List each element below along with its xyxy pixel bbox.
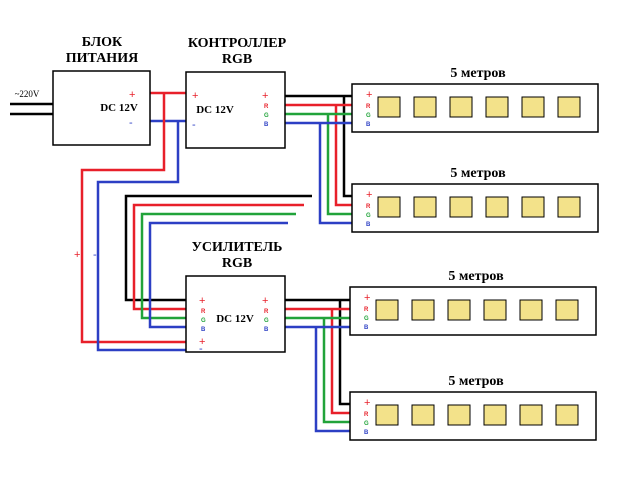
power-supply-input-label: ~220V [15,89,40,99]
amplifier-input-g-wire [140,212,296,320]
controller-v-out: + [262,90,268,102]
strip2-r-wire [334,105,352,207]
amplifier-v-out: + [262,295,268,307]
feed-minus-label: - [93,249,97,261]
strip-length-label: 5 метров [450,66,506,81]
amplifier-g-in: G [201,318,206,324]
led-chip [555,404,579,426]
amplifier-input-v-wire [124,194,312,302]
led-chip [519,404,543,426]
strip-pin-v: + [366,89,372,101]
amplifier-r-out: R [264,309,269,315]
controller-b-out: B [264,122,269,128]
strip-pin-b: B [364,430,369,436]
amplifier-title-1: УСИЛИТЕЛЬ [192,240,283,255]
led-chip [447,299,471,321]
strip-length-label: 5 метров [448,374,504,389]
led-chip [375,404,399,426]
amplifier-b-out: B [264,327,269,333]
led-chip [483,299,507,321]
strip-pin-v: + [364,397,370,409]
strip-length-label: 5 метров [448,269,504,284]
controller-input-label: DC 12V [196,104,234,116]
led-strip: 5 метров + RGB [349,374,597,441]
strip2-v-wire [342,96,352,198]
strip-pin-v: + [366,189,372,201]
led-chip [485,96,509,118]
strip4-b-wire [314,327,350,433]
amplifier-minus-in: - [199,343,203,355]
amplifier-plus-in: + [199,336,205,348]
power-supply-title-1: БЛОК [82,35,123,50]
strip4-r-wire [330,309,350,415]
amplifier-g-out: G [264,318,269,324]
power-supply-block: БЛОК ПИТАНИЯ DC 12V + - ~220V [15,35,151,146]
wires [10,91,352,433]
led-chip [521,96,545,118]
strip2-g-wire [326,114,352,216]
led-chip [557,196,581,218]
controller-title-1: КОНТРОЛЛЕР [188,36,287,51]
amplifier-v-in: + [199,295,205,307]
controller-g-out: G [264,113,269,119]
feed-wire-minus [96,121,186,352]
strip-pin-g: G [366,213,371,219]
led-chip [449,96,473,118]
led-strip: 5 метров + RGB [351,166,599,233]
power-supply-plus: + [129,89,135,101]
led-chip [555,299,579,321]
led-strips: 5 метров +RGB 5 метров +RGB 5 метров +RG… [349,66,599,441]
power-supply-minus: - [129,117,133,129]
amplifier-input-r-wire [132,203,304,311]
led-chip [485,196,509,218]
led-strip: 5 метров + RGB [349,269,597,336]
controller-title-2: RGB [222,52,252,67]
strip-pin-g: G [364,316,369,322]
led-chip [519,299,543,321]
led-chip [413,96,437,118]
strip-pin-b: B [364,325,369,331]
strip4-v-wire [338,300,350,406]
led-chip [411,299,435,321]
controller-minus-in: - [192,119,196,131]
strip-pin-r: R [364,307,369,313]
strip-pin-r: R [364,412,369,418]
led-strip: 5 метров + RGB [351,66,599,133]
strip2-b-wire [318,123,352,225]
led-chip [447,404,471,426]
strip4-g-wire [322,318,350,424]
led-chip [375,299,399,321]
led-chip [521,196,545,218]
strip-pin-b: B [366,222,371,228]
amplifier-title-2: RGB [222,256,252,271]
feed-plus-label: + [74,249,80,261]
controller-plus-in: + [192,90,198,102]
strip-pin-b: B [366,122,371,128]
strip-pin-v: + [364,292,370,304]
strip-pin-r: R [366,104,371,110]
led-chip [557,96,581,118]
controller-r-out: R [264,104,269,110]
led-chip [377,196,401,218]
strip-pin-g: G [366,113,371,119]
amplifier-r-in: R [201,309,206,315]
strip-pin-g: G [364,421,369,427]
power-supply-output-label: DC 12V [100,102,138,114]
amplifier-b-in: B [201,327,206,333]
controller-block: КОНТРОЛЛЕР RGB DC 12V + - + R G B [185,36,287,149]
led-chip [377,96,401,118]
amplifier-input-label: DC 12V [216,313,254,325]
led-chip [483,404,507,426]
feed-wire-plus [80,93,186,344]
power-supply-title-2: ПИТАНИЯ [66,51,138,66]
strip-pin-r: R [366,204,371,210]
strip-length-label: 5 метров [450,166,506,181]
led-chip [449,196,473,218]
amplifier-block: УСИЛИТЕЛЬ RGB DC 12V + R G B + - + R G B [185,240,286,355]
led-chip [411,404,435,426]
amplifier-input-b-wire [148,221,288,329]
led-chip [413,196,437,218]
